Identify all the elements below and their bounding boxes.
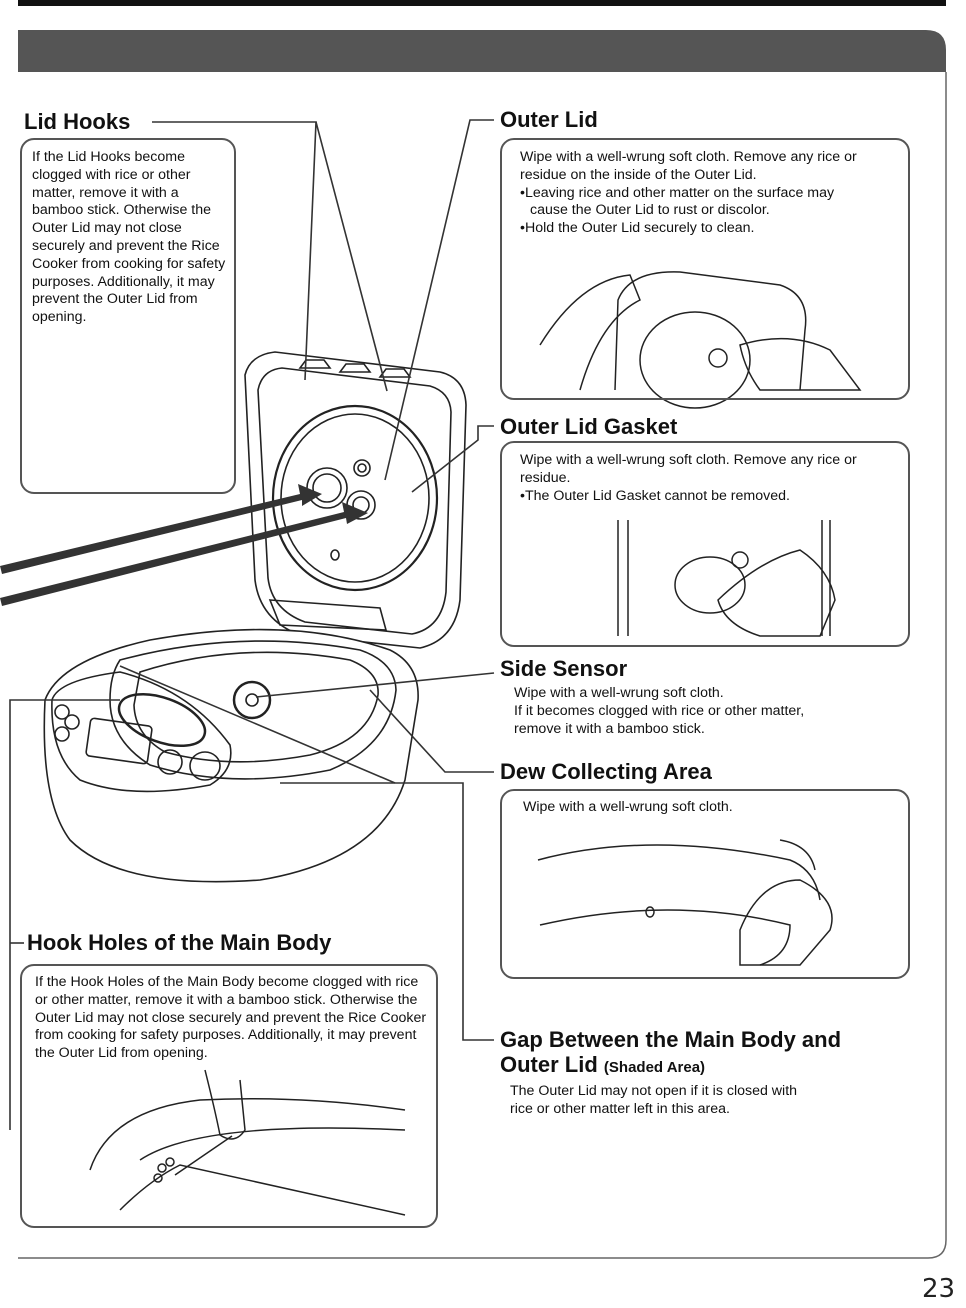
gap-heading-line-2: Outer Lid (Shaded Area) <box>500 1053 705 1080</box>
gasket-text: Wipe with a well-wrung soft cloth. Remov… <box>520 452 895 505</box>
dew-area-box <box>500 789 910 979</box>
outer-lid-heading: Outer Lid <box>500 107 598 132</box>
hook-holes-heading: Hook Holes of the Main Body <box>27 930 332 955</box>
outer-lid-inset-art <box>539 271 862 409</box>
pointer-arrows <box>0 484 368 606</box>
lid-hooks-box <box>20 138 236 494</box>
outer-lid-text: Wipe with a well-wrung soft cloth. Remov… <box>520 149 895 238</box>
gasket-box <box>500 441 910 647</box>
page-frame <box>18 72 947 1259</box>
outer-lid-bullet-1: •Leaving rice and other matter on the su… <box>520 184 835 201</box>
outer-lid-paragraph: Wipe with a well-wrung soft cloth. Remov… <box>520 149 857 183</box>
hook-holes-inset-art <box>89 1069 406 1216</box>
hook-holes-box <box>20 964 438 1228</box>
dew-area-heading: Dew Collecting Area <box>500 759 712 784</box>
gasket-inset-art <box>617 520 836 637</box>
outer-lid-bullet-2: •Hold the Outer Lid securely to clean. <box>520 220 755 237</box>
top-rule <box>18 0 946 6</box>
lid-hooks-text: If the Lid Hooks become clogged with ric… <box>32 149 226 326</box>
outer-lid-box <box>500 138 910 400</box>
page-number: 23 <box>922 1274 956 1304</box>
side-sensor-line-3: remove it with a bamboo stick. <box>514 720 705 737</box>
lid-hooks-heading: Lid Hooks <box>24 109 131 134</box>
side-sensor-text: Wipe with a well-wrung soft cloth. If it… <box>514 685 894 738</box>
rice-cooker-illustration <box>43 351 467 883</box>
gasket-bullet-1: •The Outer Lid Gasket cannot be removed. <box>520 487 790 504</box>
hook-holes-text: If the Hook Holes of the Main Body becom… <box>35 974 427 1062</box>
gasket-paragraph: Wipe with a well-wrung soft cloth. Remov… <box>520 452 857 486</box>
gap-line-1: The Outer Lid may not open if it is clos… <box>510 1083 798 1099</box>
gap-text: The Outer Lid may not open if it is clos… <box>510 1083 890 1119</box>
dew-area-inset-art <box>537 839 833 966</box>
side-sensor-line-1: Wipe with a well-wrung soft cloth. <box>514 685 724 701</box>
outer-lid-bullet-1b: cause the Outer Lid to rust or discolor. <box>530 202 770 219</box>
gap-heading-main: Outer Lid <box>500 1052 598 1077</box>
side-sensor-line-2: If it becomes clogged with rice or other… <box>514 702 805 719</box>
header-band <box>18 30 946 72</box>
gap-line-2: rice or other matter left in this area. <box>510 1100 730 1117</box>
gap-heading-suffix: (Shaded Area) <box>603 1059 706 1076</box>
gasket-heading: Outer Lid Gasket <box>500 414 678 439</box>
leader-lines <box>9 119 495 1130</box>
side-sensor-heading: Side Sensor <box>500 656 628 681</box>
dew-area-text: Wipe with a well-wrung soft cloth. <box>523 799 733 815</box>
gap-heading-line-1: Gap Between the Main Body and <box>500 1027 842 1052</box>
